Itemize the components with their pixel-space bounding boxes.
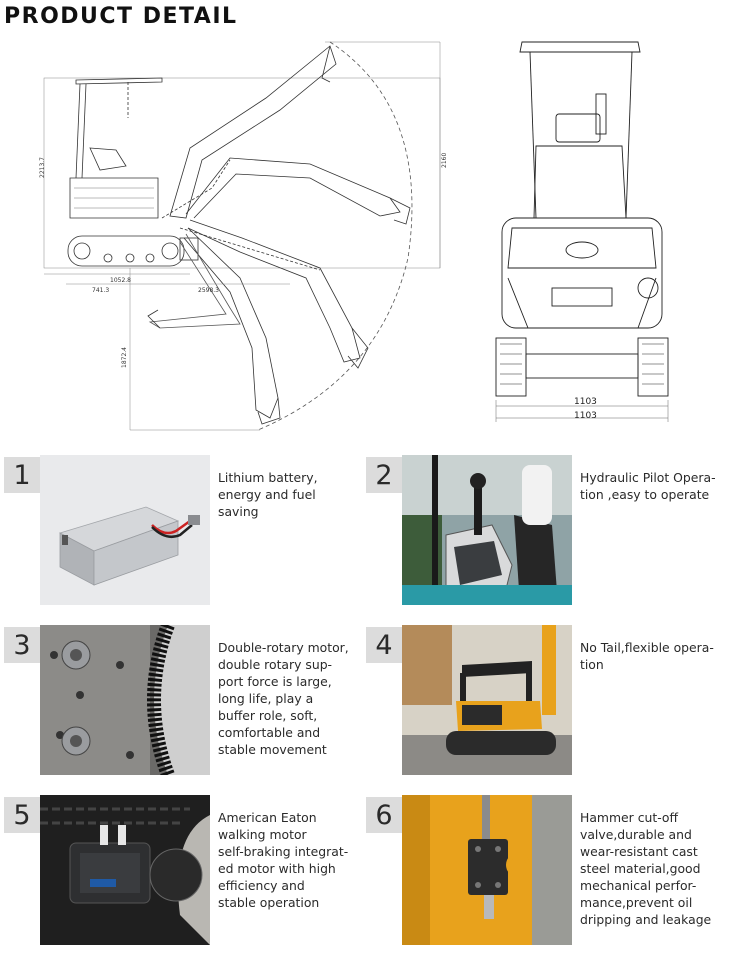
travel-motor-photo — [40, 795, 210, 945]
feature-number: 2 — [366, 457, 402, 493]
dim-height-cab: 2213.7 — [39, 157, 46, 178]
front-view-drawing: 1103 1103 — [492, 38, 688, 430]
feature-5: 5 American Eaton walking motor self-brak… — [0, 795, 360, 955]
pilot-control-photo — [402, 455, 572, 605]
dim-reach-height: 2160 — [441, 153, 448, 168]
feature-3: 3 Double-rotary motor, double rotary sup… — [0, 625, 360, 785]
feature-number: 3 — [4, 627, 40, 663]
feature-text: No Tail,flexible opera- tion — [580, 640, 714, 672]
dim-front-offset: 741.3 — [92, 287, 109, 294]
dim-width-b: 1103 — [574, 411, 597, 421]
dim-track-length: 1052.8 — [110, 277, 131, 284]
slewing-motor-photo — [40, 625, 210, 775]
side-view-drawing: 2213.7 2160 1052.8 741.3 2598.3 1872.4 — [30, 38, 460, 436]
feature-4: 4 No Tail,flexible opera- tion — [362, 625, 722, 785]
dim-reach: 2598.3 — [198, 287, 219, 294]
feature-text: Lithium battery, energy and fuel saving — [218, 470, 318, 519]
feature-6: 6 Hammer cut-off valve,durable and wear-… — [362, 795, 722, 955]
front-view-svg: 1103 1103 — [495, 41, 669, 422]
side-view-svg: 2213.7 2160 1052.8 741.3 2598.3 1872.4 — [39, 41, 448, 431]
dim-dig-depth: 1872.4 — [121, 347, 128, 368]
feature-number: 4 — [366, 627, 402, 663]
dim-width-a: 1103 — [574, 397, 597, 407]
feature-text: Hydraulic Pilot Opera- tion ,easy to ope… — [580, 470, 716, 502]
cutoff-valve-photo — [402, 795, 572, 945]
battery-photo — [40, 455, 210, 605]
excavator-rear-photo — [402, 625, 572, 775]
feature-text: Hammer cut-off valve,durable and wear-re… — [580, 810, 712, 927]
feature-number: 5 — [4, 797, 40, 833]
feature-text: Double-rotary motor, double rotary sup- … — [218, 640, 349, 757]
feature-text: American Eaton walking motor self-brakin… — [218, 810, 349, 910]
feature-1: 1 Lithium battery, energy and fuel savin… — [0, 455, 360, 615]
feature-2: 2 Hydraulic Pilot Opera- tion ,easy to o… — [362, 455, 722, 615]
feature-number: 1 — [4, 457, 40, 493]
feature-number: 6 — [366, 797, 402, 833]
page-title: PRODUCT DETAIL — [4, 4, 238, 29]
